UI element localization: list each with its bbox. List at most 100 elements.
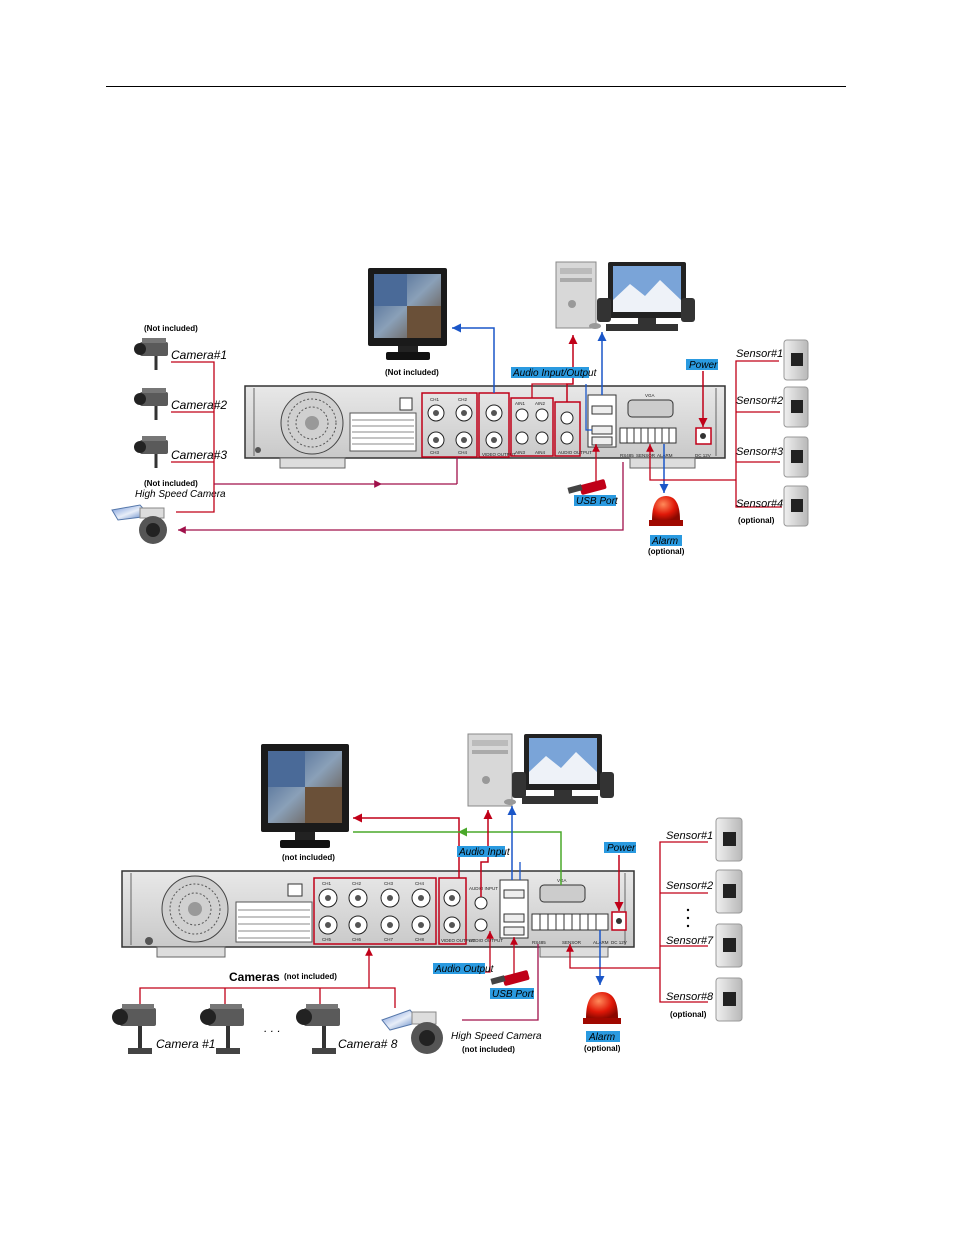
panel2-ch4: CH4 <box>415 881 424 886</box>
alarm-note: (optional) <box>648 547 685 556</box>
panel-ch1: CH1 <box>430 397 439 402</box>
panel2-ch7: CH7 <box>384 937 393 942</box>
sensor2-7-label: Sensor#7 <box>666 935 714 947</box>
monitor-icon <box>368 268 447 360</box>
panel2-rs485: RS485 <box>532 940 546 945</box>
audio-io-label: Audio Input/Output <box>512 368 598 379</box>
sensor2-1-label: Sensor#1 <box>666 830 713 842</box>
panel-audio-output: AUDIO OUTPUT <box>558 450 592 455</box>
camera-first-label: Camera #1 <box>156 1037 215 1051</box>
speed-camera-label: High Speed Camera <box>135 489 226 500</box>
computer-icon <box>467 733 614 807</box>
sensor-2-label: Sensor#2 <box>736 395 783 407</box>
usb-port-tag <box>574 495 616 506</box>
panel2-ch2: CH2 <box>352 881 361 886</box>
usb-port-tag-2 <box>490 988 534 999</box>
camera-icon <box>296 1004 340 1054</box>
audio-output-label: Audio Output <box>434 964 495 975</box>
panel-ch3: CH3 <box>430 450 439 455</box>
speed-camera-icon <box>111 504 167 544</box>
camera-icon <box>200 1004 244 1054</box>
panel-ain1: AIN1 <box>515 401 526 406</box>
panel2-ch1: CH1 <box>322 881 331 886</box>
diagram-2: (not included) <box>112 733 743 1054</box>
sensor-1-label: Sensor#1 <box>736 348 783 360</box>
monitor-icon <box>261 744 349 848</box>
panel2-ch5: CH5 <box>322 937 331 942</box>
usb-stick-icon <box>490 970 530 986</box>
panel-ain4: AIN4 <box>535 450 546 455</box>
cameras-note-bottom: (Not included) <box>144 479 198 488</box>
panel2-ch8: CH8 <box>415 937 424 942</box>
alarm-tag <box>650 535 682 546</box>
sensor-icon <box>715 923 743 968</box>
sensor-3-label: Sensor#3 <box>736 446 784 458</box>
header-rule <box>106 86 846 87</box>
sensor2-2-label: Sensor#2 <box>666 880 713 892</box>
panel-video-output: VIDEO OUTPUT <box>482 452 516 457</box>
panel2-dc: DC 12V <box>611 940 627 945</box>
sensor-icon <box>715 869 743 914</box>
audio-input-label: Audio Input <box>458 847 511 858</box>
panel2-ch3: CH3 <box>384 881 393 886</box>
power-tag <box>686 359 718 370</box>
audio-input-tag <box>457 846 505 857</box>
camera-icon <box>134 338 168 370</box>
dvr-rear-panel: CH1 CH2 CH3 CH4 VIDEO OUTPUT AIN1 AIN2 A… <box>244 385 726 469</box>
panel-ain2: AIN2 <box>535 401 546 406</box>
sensor-4-label: Sensor#4 <box>736 498 783 510</box>
monitor-note: (Not included) <box>385 368 439 377</box>
sensor-icon <box>783 436 809 478</box>
panel-ch2: CH2 <box>458 397 467 402</box>
computer-icon <box>555 261 695 331</box>
panel-alarm: ALARM <box>657 453 673 458</box>
alarm-tag-2 <box>586 1031 620 1042</box>
sensor-ellipsis <box>686 908 690 928</box>
panel-rs485: RS485 <box>620 453 634 458</box>
sensor2-8-label: Sensor#8 <box>666 991 714 1003</box>
panel2-video-output: VIDEO OUTPUT <box>441 938 475 943</box>
panel-vga: VGA <box>645 393 655 398</box>
alarm-icon <box>649 496 683 526</box>
camera-icon <box>134 388 168 420</box>
sensors-note-2: (optional) <box>670 1010 707 1019</box>
audio-io-tag <box>511 367 589 378</box>
speed-camera-icon <box>381 1009 443 1054</box>
dvr-rear-panel: CH1 CH2 CH3 CH4 CH5 CH6 CH7 CH8 VIDEO OU… <box>121 870 635 958</box>
sensor-icon <box>783 485 809 527</box>
power-tag-2 <box>604 842 636 853</box>
diagram-1: (Not included) <box>111 261 809 556</box>
panel2-alarm: ALARM <box>593 940 609 945</box>
alarm-note-2: (optional) <box>584 1044 621 1053</box>
camera-icon <box>112 1004 156 1054</box>
power-label-2: Power <box>607 843 636 854</box>
panel-sensor: SENSOR <box>636 453 656 458</box>
panel2-ch6: CH6 <box>352 937 361 942</box>
sensors-note: (optional) <box>738 516 775 525</box>
sensor-icon <box>783 339 809 381</box>
camera-last-label: Camera# 8 <box>338 1037 398 1051</box>
usb-port-label-2: USB Port <box>492 989 535 1000</box>
sensor-icon <box>783 386 809 428</box>
usb-port-label: USB Port <box>576 496 619 507</box>
panel-ain3: AIN3 <box>515 450 526 455</box>
cameras-note-top: (Not included) <box>144 324 198 333</box>
speed-camera-label-2: High Speed Camera <box>451 1031 542 1042</box>
alarm-label: Alarm <box>651 536 678 547</box>
camera-1-label: Camera#1 <box>171 348 227 362</box>
sensor-icon <box>715 977 743 1022</box>
panel-dc: DC 12V <box>695 453 711 458</box>
alarm-icon <box>583 992 621 1024</box>
cameras-note: (not included) <box>284 972 337 981</box>
monitor-note-2: (not included) <box>282 853 335 862</box>
usb-stick-icon <box>567 479 607 495</box>
panel2-audio-input: AUDIO INPUT <box>469 886 498 891</box>
speed-camera-note: (not included) <box>462 1045 515 1054</box>
panel2-sensor: SENSOR <box>562 940 582 945</box>
camera-2-label: Camera#2 <box>171 398 227 412</box>
alarm-label-2: Alarm <box>588 1032 615 1043</box>
camera-icon <box>134 436 168 468</box>
sensor-icon <box>715 817 743 862</box>
cameras-title: Cameras <box>229 970 280 984</box>
